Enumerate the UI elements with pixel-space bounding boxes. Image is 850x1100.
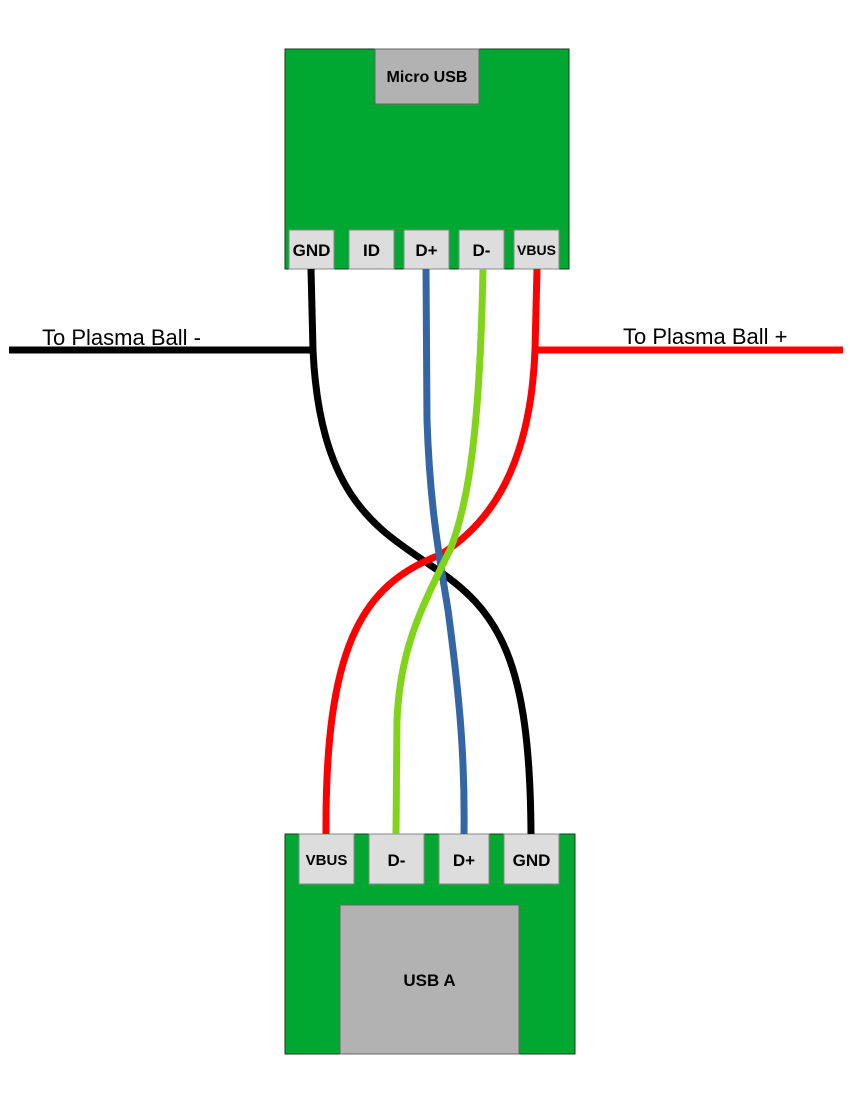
micro-usb-label: Micro USB	[387, 69, 468, 86]
usb-a-label: USB A	[403, 971, 455, 990]
top-pin-gnd-label: GND	[293, 241, 331, 260]
top-pin-dminus-label: D-	[473, 241, 491, 260]
wire-dplus	[422, 268, 468, 835]
wire-vbus	[322, 268, 541, 835]
bottom-pin-dminus	[368, 833, 425, 885]
plasma-ball-minus-label: To Plasma Ball -	[42, 325, 201, 350]
bottom-pin-gnd	[503, 833, 560, 885]
micro-usb-connector	[374, 48, 480, 105]
bottom-pin-gnd-label: GND	[513, 851, 551, 870]
top-pin-dminus	[458, 229, 505, 270]
top-pin-vbus-label: VBUS	[517, 242, 556, 258]
bottom-pin-dplus	[438, 833, 490, 885]
usb-a-connector	[339, 904, 520, 1055]
wire-dminus	[392, 268, 487, 835]
top-pin-id	[348, 229, 395, 270]
plasma-ball-plus-label: To Plasma Ball +	[623, 324, 787, 349]
bottom-pin-dminus-label: D-	[388, 851, 406, 870]
wire-gnd	[307, 268, 535, 835]
bottom-pin-vbus-label: VBUS	[306, 852, 348, 869]
top-pin-id-label: ID	[363, 241, 380, 260]
top-pin-dplus-label: D+	[415, 241, 437, 260]
bottom-pin-vbus	[298, 833, 355, 885]
bottom-pin-dplus-label: D+	[453, 851, 475, 870]
